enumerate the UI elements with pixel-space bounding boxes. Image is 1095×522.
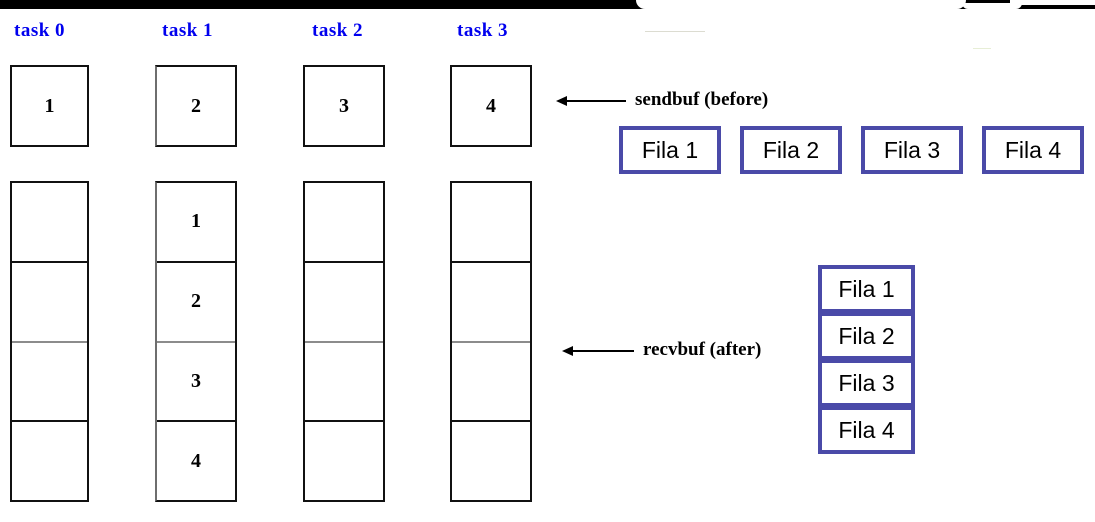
recvbuf-cell — [452, 343, 530, 423]
scan-artifact-blob-d — [1010, 0, 1095, 5]
sendbuf-cell-task0: 1 — [10, 65, 89, 147]
recvbuf-cell — [305, 343, 383, 423]
fila-row-item-2: Fila 2 — [740, 126, 842, 174]
fila-stack-item-4: Fila 4 — [818, 406, 915, 454]
fila-row-item-1: Fila 1 — [619, 126, 721, 174]
recvbuf-cell — [12, 263, 87, 343]
fila-stack-item-3: Fila 3 — [818, 359, 915, 407]
recvbuf-cell — [452, 263, 530, 343]
scan-artifact-blob-b — [660, 0, 910, 6]
scan-trace-2 — [973, 48, 991, 49]
fila-row-item-3: Fila 3 — [861, 126, 963, 174]
recvbuf-cell — [305, 263, 383, 343]
recvbuf-column-task1: 1 2 3 4 — [155, 181, 237, 502]
recvbuf-cell — [452, 422, 530, 500]
task-label-2: task 2 — [312, 20, 364, 41]
recvbuf-cell: 1 — [157, 183, 235, 263]
recvbuf-cell — [12, 183, 87, 263]
recvbuf-cell — [12, 422, 87, 500]
sendbuf-arrow-head-icon — [556, 96, 567, 106]
recvbuf-label: recvbuf (after) — [643, 339, 762, 360]
recvbuf-cell — [452, 183, 530, 263]
scan-band — [0, 0, 1095, 9]
recvbuf-cell — [12, 343, 87, 423]
scan-trace-1 — [645, 31, 705, 32]
sendbuf-cell-task3: 4 — [450, 65, 532, 147]
fila-stack-item-2: Fila 2 — [818, 312, 915, 360]
fila-stack: Fila 1 Fila 2 Fila 3 Fila 4 — [818, 265, 915, 454]
scan-artifact-blob-c — [962, 3, 1022, 9]
task-label-0: task 0 — [14, 20, 66, 41]
fila-stack-item-1: Fila 1 — [818, 265, 915, 313]
sendbuf-arrow-line — [564, 100, 626, 102]
recvbuf-column-task3 — [450, 181, 532, 502]
sendbuf-label: sendbuf (before) — [635, 89, 769, 110]
fila-row-item-4: Fila 4 — [982, 126, 1084, 174]
recvbuf-cell: 4 — [191, 449, 201, 472]
task-label-3: task 3 — [457, 20, 509, 41]
recvbuf-column-task0 — [10, 181, 89, 502]
recvbuf-cell — [305, 183, 383, 263]
sendbuf-cell-task2: 3 — [303, 65, 385, 147]
task-label-1: task 1 — [162, 20, 214, 41]
recvbuf-cell — [305, 422, 383, 500]
recvbuf-cell: 3 — [157, 343, 235, 423]
recvbuf-column-task2 — [303, 181, 385, 502]
recvbuf-arrow-head-icon — [562, 346, 573, 356]
recvbuf-cell: 2 — [157, 263, 235, 343]
recvbuf-arrow-line — [572, 350, 634, 352]
sendbuf-cell-task1: 2 — [155, 65, 237, 147]
